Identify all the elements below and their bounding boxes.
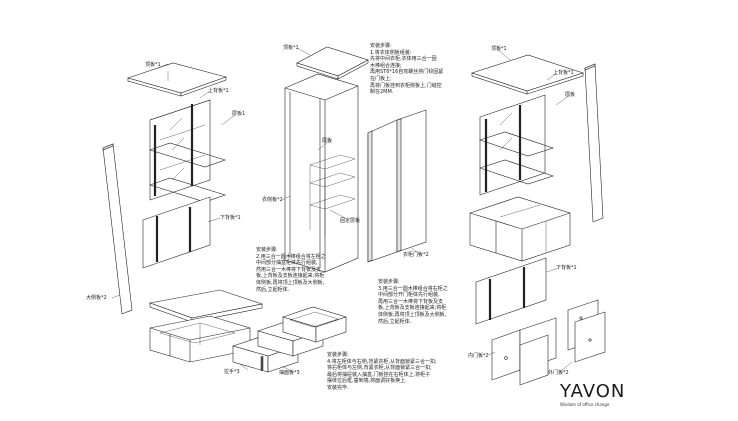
- label-center-side: 衣侧板*2: [262, 197, 283, 203]
- left-base-top: [148, 289, 264, 319]
- note-line: 安装完毕.: [327, 384, 349, 391]
- wardrobe-body: [284, 73, 359, 273]
- note-line: 在门板上;: [370, 75, 392, 82]
- note-line: 板,上背板及支板连接起来;将柜: [378, 305, 447, 312]
- note-line: 先将中间衣柜,衣体用三合一固: [370, 56, 437, 63]
- label-shelf-left: 层板1: [232, 111, 246, 117]
- note-line: 4.将左柜体与右侧,背紧衣柜,从背面锁紧三合一扣;: [327, 358, 437, 365]
- brand-logo: YAVON Wisdom of office change: [560, 381, 650, 408]
- note-line: 中间部分开门柜体先行组装,: [378, 292, 440, 299]
- note-line: 2.用三合一圆木棒组合将左柜之: [256, 253, 326, 260]
- upper-back-left: [149, 99, 211, 201]
- note-line: 安装步骤:: [378, 279, 400, 285]
- note-line: 再将门板挂到衣柜侧板上,门缝控: [370, 82, 442, 89]
- upper-back-right: [479, 94, 546, 196]
- note-line: 中间部分抽盒柜体先行组装,: [256, 260, 318, 267]
- note-line: 体侧板,再将顶上顶板及大侧板,: [256, 279, 325, 286]
- label-lower-back-left: 下背板*1: [220, 215, 241, 221]
- top-board-center: [296, 46, 369, 77]
- inner-door: [491, 329, 521, 381]
- label-inner-door: 内门板*2: [468, 353, 489, 359]
- note-line: 安装步骤:: [256, 247, 278, 253]
- large-side-left: [102, 143, 133, 315]
- label-large-side-left: 大侧板*2: [86, 295, 107, 301]
- note-line: 然用三合一木棒将下背板及支: [256, 266, 322, 273]
- note-line: 体侧板,再将顶上顶板及大侧板,: [378, 311, 447, 318]
- note-line: 摆体位后框,垂到墙,将面调好板换上.: [327, 378, 407, 385]
- note-step-2: 安装步骤: 2.用三合一圆木棒组合将左柜之 中间部分抽盒柜体先行组装, 然用三合…: [256, 247, 326, 293]
- note-step-1: 安装步骤: 1.将衣体侧板组装: 先将中间衣柜,衣体用三合一固 木棒组合连接; …: [370, 43, 443, 96]
- side-right: [584, 63, 604, 223]
- note-line: 再用ST6*16自攻螺丝将门铰固紧: [370, 69, 444, 76]
- lower-back-left: [142, 196, 211, 269]
- note-step-4: 安装步骤: 4.将左柜体与右侧,背紧衣柜,从背面锁紧三合一扣; 将右柜体与左侧,…: [327, 352, 437, 392]
- label-upper-back-left: 上背板*1: [208, 88, 229, 94]
- lower-back-right: [475, 257, 547, 325]
- label-handle: 拉手*3: [224, 369, 240, 375]
- label-top-board-center: 顶板*1: [283, 45, 299, 51]
- outer-door: [519, 334, 549, 386]
- note-line: 3.用三合一圆木棒组合将右柜之: [378, 285, 448, 292]
- label-top-board-right: 顶板*1: [491, 46, 507, 52]
- label-shelf-right: 层板: [565, 92, 576, 98]
- right-base-box: [469, 196, 571, 262]
- label-lower-back-right: 下背板*1: [556, 265, 577, 271]
- note-line: 安装步骤:: [327, 352, 349, 358]
- label-outer-door: 外门板*2: [548, 370, 569, 376]
- label-drawer-front: 抽面板*3: [279, 370, 300, 376]
- note-line: 安装步骤:: [370, 43, 392, 49]
- label-upper-back-right: 上背板*1: [553, 70, 574, 76]
- note-line: 板,上背板及支板连接起来;将柜: [256, 273, 325, 280]
- note-line: 然后,立起柜体.: [378, 318, 412, 325]
- note-line: 制在2MM.: [370, 89, 394, 96]
- brand-tagline: Wisdom of office change: [560, 402, 610, 407]
- note-line: 再用三合一木棒将下背板及支: [378, 298, 444, 305]
- note-step-3: 安装步骤: 3.用三合一圆木棒组合将右柜之 中间部分开门柜体先行组装, 再用三合…: [378, 279, 448, 325]
- label-wardrobe-door: 衣柜门板*2: [403, 252, 429, 258]
- label-center-shelf: 层板: [322, 138, 333, 144]
- note-line: 将右柜体与左侧,背紧衣柜,从背面锁紧三合一扣;: [327, 365, 432, 372]
- label-top-board-left: 顶板*1: [145, 62, 161, 68]
- note-line: 1.将衣体侧板组装:: [370, 49, 412, 56]
- brand-name: YAVON: [560, 381, 626, 402]
- note-line: 最后将抽屉装入抽盒,门板挂在右柜体上,将柜子: [327, 371, 431, 378]
- label-center-fixed-shelf: 固定层板: [340, 218, 361, 224]
- note-line: 木棒组合连接;: [370, 62, 402, 69]
- note-line: 然后,立起柜体.: [256, 286, 290, 293]
